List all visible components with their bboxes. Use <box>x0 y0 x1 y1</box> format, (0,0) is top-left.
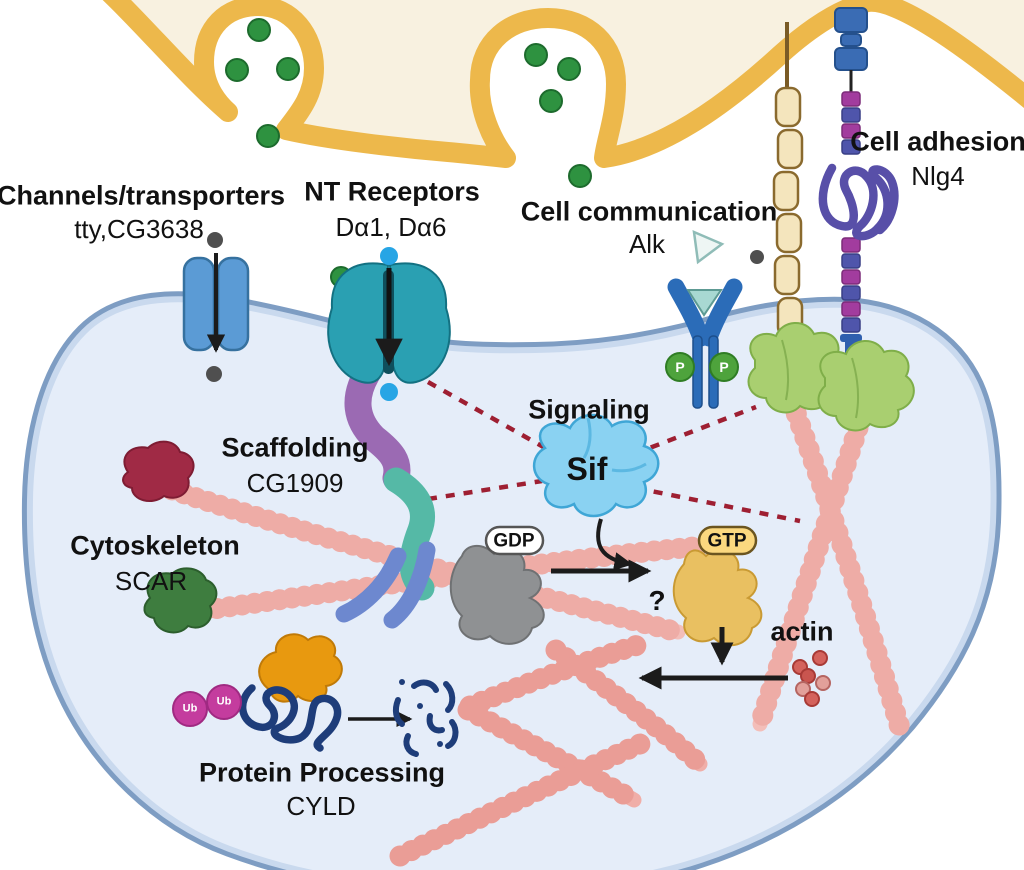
phospho-circle <box>709 352 739 382</box>
ub-circle <box>206 684 242 720</box>
gtp-pill <box>697 525 758 556</box>
nt-receptors-genes: Dα1, Dα6 <box>335 212 447 242</box>
nlg4-chain <box>818 7 899 364</box>
cell-communication-title: Cell communication <box>520 196 778 227</box>
misfolded-protein-squiggle <box>239 684 342 752</box>
adhesion-chain-tan <box>772 22 804 362</box>
channel-protein <box>182 232 250 382</box>
ligand-triangle-icon <box>686 289 723 317</box>
actin-filament-right-x <box>749 391 911 739</box>
branched-actin <box>389 634 711 867</box>
cytoskeleton-genes: SCAR <box>114 566 188 596</box>
nt-receptors-title: NT Receptors <box>304 176 480 207</box>
cytoskeleton-capping-blob <box>122 440 195 503</box>
ub-circle <box>172 691 208 727</box>
gdp-pill <box>484 525 545 556</box>
alk-receptor <box>665 229 764 409</box>
protein-processing-title: Protein Processing <box>198 757 446 788</box>
cell-adhesion-genes: Nlg4 <box>911 161 965 191</box>
gtp-label: GTP <box>707 530 747 552</box>
ub-label: Ub <box>216 695 232 708</box>
channels-genes: tty,CG3638 <box>74 214 204 244</box>
nlg4-globular-domain <box>818 163 899 241</box>
sif-interaction-dashed-lines <box>426 380 801 524</box>
scaffolding-genes: CG1909 <box>246 468 344 498</box>
scaffolding-complex <box>335 358 436 629</box>
ub-label: Ub <box>182 702 198 715</box>
presynaptic-terminal <box>102 0 1024 168</box>
actin-monomers <box>792 650 831 707</box>
sif-label: Sif <box>566 451 608 487</box>
ligand-triangle-icon <box>692 229 725 265</box>
channels-title: Channels/transporters <box>0 180 286 211</box>
cytoskeleton-title: Cytoskeleton <box>70 530 240 561</box>
gdp-label: GDP <box>493 530 535 552</box>
phospho-label: P <box>719 359 729 375</box>
cell-adhesion-title: Cell adhesion <box>850 126 1024 157</box>
degraded-fragments <box>392 679 459 757</box>
phospho-label: P <box>675 359 685 375</box>
phospho-circle <box>665 352 695 382</box>
arrows <box>348 518 788 728</box>
ubiquitinated-protein <box>172 633 343 752</box>
protein-processing-genes: CYLD <box>286 791 356 821</box>
nt-receptor <box>327 247 451 401</box>
scaffolding-title: Scaffolding <box>221 432 369 463</box>
sif-blob <box>532 413 660 518</box>
cell-communication-genes: Alk <box>628 229 666 259</box>
signaling-title: Signaling <box>528 394 650 425</box>
question-mark-label: ? <box>648 585 666 616</box>
anchor-blob <box>817 340 915 432</box>
actin-label: actin <box>770 616 834 647</box>
scar-blob <box>143 567 218 634</box>
orange-adaptor-blob <box>258 633 343 703</box>
